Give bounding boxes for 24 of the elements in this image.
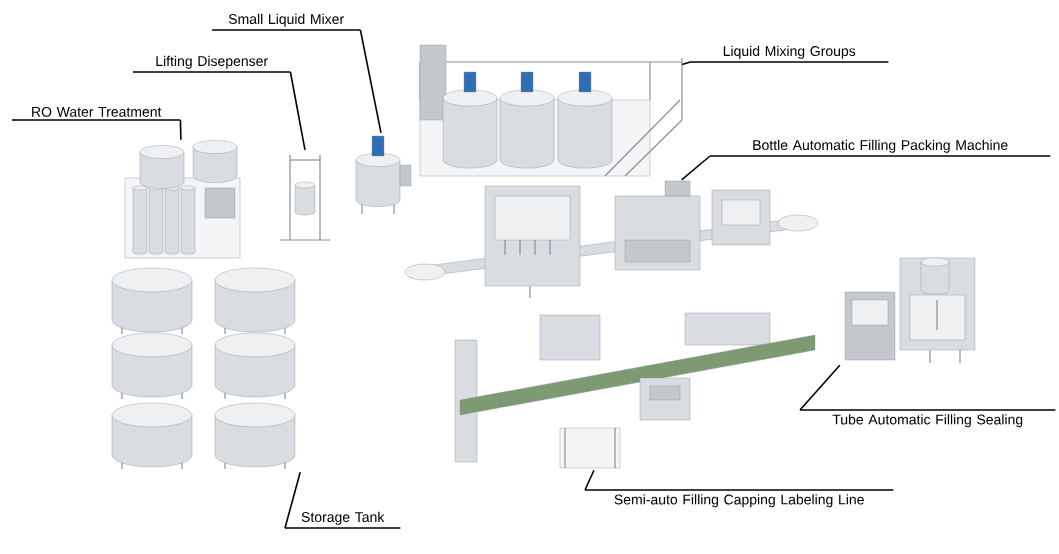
leader-line <box>284 471 301 529</box>
machine-drawing <box>124 140 241 259</box>
callout-label: Liquid Mixing Groups <box>689 45 890 63</box>
leader-line <box>584 469 595 491</box>
storage-tanks-drawing <box>111 267 296 470</box>
machine-drawing <box>404 180 819 299</box>
callout-label: Bottle Automatic Filling Packing Machine <box>709 139 1052 157</box>
machine-drawing <box>419 44 683 177</box>
leader-line <box>680 155 711 181</box>
leader-line <box>681 61 691 66</box>
leader-line <box>179 119 182 141</box>
machine-drawing <box>355 135 412 215</box>
callout-label: Lifting Disepenser <box>132 55 292 73</box>
leader-line <box>289 71 306 151</box>
callout-label: Small Liquid Mixer <box>211 13 362 31</box>
machine-drawing <box>279 154 331 241</box>
machine-drawing <box>844 257 976 364</box>
callout-label: Tube Automatic Filling Sealing <box>799 409 1057 428</box>
leader-line <box>359 29 382 134</box>
leader-line <box>799 364 841 411</box>
callout-label: Storage Tank <box>284 511 402 529</box>
callout-label: Semi-auto Filling Capping Labeling Line <box>584 489 895 508</box>
callout-label: RO Water Treatment <box>11 106 182 121</box>
machine-drawing <box>454 312 816 469</box>
